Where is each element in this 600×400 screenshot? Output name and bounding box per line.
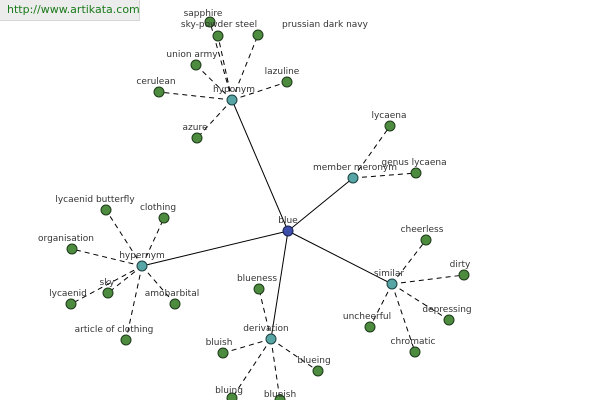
node-label-organisation[interactable]: organisation xyxy=(38,234,94,244)
labels-layer: blue hyponym member meronym hypernym similar… xyxy=(38,9,472,400)
edge-hypernym-lycaenid xyxy=(70,265,143,305)
edge-similar-cheerless xyxy=(391,239,427,285)
edge-blue-hyponym xyxy=(231,99,289,232)
node-blue[interactable] xyxy=(282,225,294,237)
edge-similar-dirty xyxy=(391,274,465,285)
node-label-dirty[interactable]: dirty xyxy=(450,260,471,270)
edge-blue-member-meronym xyxy=(287,177,354,232)
node-azure[interactable] xyxy=(191,132,203,144)
node-hypernym[interactable] xyxy=(136,260,148,272)
node-label-cheerless[interactable]: cheerless xyxy=(401,225,444,235)
edge-hyponym-sky-powder-steel xyxy=(217,35,233,101)
node-prussian-dark-navy[interactable] xyxy=(252,29,264,41)
edge-blue-hypernym xyxy=(141,230,289,267)
node-label-member-meronym[interactable]: member meronym xyxy=(313,163,397,173)
edge-derivation-blueing xyxy=(270,338,319,372)
node-label-article-of-clothing[interactable]: article of clothing xyxy=(75,325,154,335)
edge-hyponym-prussian-dark-navy xyxy=(231,34,259,101)
node-similar[interactable] xyxy=(386,278,398,290)
node-union-army[interactable] xyxy=(190,59,202,71)
node-label-hypernym[interactable]: hypernym xyxy=(119,251,165,261)
node-label-depressing[interactable]: depressing xyxy=(422,305,471,315)
node-label-lycaena[interactable]: lycaena xyxy=(371,111,406,121)
edge-member-meronym-lycaena xyxy=(352,125,391,179)
edge-hyponym-cerulean xyxy=(158,91,233,101)
node-clothing[interactable] xyxy=(158,212,170,224)
edge-blue-derivation xyxy=(270,230,289,340)
node-chromatic[interactable] xyxy=(409,346,421,358)
node-blueing[interactable] xyxy=(312,365,324,377)
node-blueness[interactable] xyxy=(253,283,265,295)
node-label-uncheerful[interactable]: uncheerful xyxy=(343,312,391,322)
node-lycaenid[interactable] xyxy=(65,298,77,310)
node-sapphire[interactable] xyxy=(204,16,216,28)
node-label-genus-lycaena[interactable]: genus lycaena xyxy=(381,158,446,168)
node-label-chromatic[interactable]: chromatic xyxy=(391,337,436,347)
edge-hyponym-lazuline xyxy=(231,81,288,101)
node-label-lycaenid-butterfly[interactable]: lycaenid butterfly xyxy=(55,195,135,205)
node-label-sapphire[interactable]: sapphire xyxy=(184,9,223,19)
edge-hypernym-lycaenid-butterfly xyxy=(105,209,143,267)
node-label-cerulean[interactable]: cerulean xyxy=(136,77,175,87)
edge-similar-chromatic xyxy=(391,283,416,353)
node-label-sky[interactable]: sky xyxy=(100,278,116,288)
url-link[interactable]: http://www.artikata.com xyxy=(7,3,140,16)
node-article-of-clothing[interactable] xyxy=(120,334,132,346)
node-label-derivation[interactable]: derivation xyxy=(243,324,289,334)
edge-derivation-blueish xyxy=(270,338,281,400)
edge-member-meronym-genus-lycaena xyxy=(352,172,417,179)
node-label-prussian-dark-navy[interactable]: prussian dark navy xyxy=(282,20,369,30)
node-label-bluing[interactable]: bluing xyxy=(215,386,243,396)
node-label-bluish-a[interactable]: bluish xyxy=(206,338,233,348)
edge-blue-similar xyxy=(287,230,393,285)
edge-similar-depressing xyxy=(391,283,450,321)
edge-hypernym-article-of-clothing xyxy=(125,265,143,341)
edge-hypernym-organisation xyxy=(71,248,143,267)
node-derivation[interactable] xyxy=(265,333,277,345)
node-bluing[interactable] xyxy=(226,392,238,400)
node-label-blueness[interactable]: blueness xyxy=(237,274,277,284)
node-depressing[interactable] xyxy=(443,314,455,326)
node-sky[interactable] xyxy=(102,287,114,299)
node-label-clothing[interactable]: clothing xyxy=(140,203,176,213)
node-label-sky-powder-steel[interactable]: sky-powder steel xyxy=(181,20,257,30)
node-lycaena[interactable] xyxy=(384,120,396,132)
node-lycaenid-butterfly[interactable] xyxy=(100,204,112,216)
url-banner[interactable]: http://www.artikata.com xyxy=(0,0,140,21)
edge-hypernym-sky xyxy=(107,265,143,294)
node-label-blueing[interactable]: blueing xyxy=(297,356,330,366)
edge-similar-uncheerful xyxy=(369,283,393,328)
node-sky-powder-steel[interactable] xyxy=(212,30,224,42)
nodes-layer xyxy=(65,16,470,400)
node-label-similar[interactable]: similar xyxy=(374,269,404,279)
node-uncheerful[interactable] xyxy=(364,321,376,333)
node-label-hyponym[interactable]: hyponym xyxy=(213,85,255,95)
node-label-lycaenid[interactable]: lycaenid xyxy=(49,289,87,299)
node-genus-lycaena[interactable] xyxy=(410,167,422,179)
node-dirty[interactable] xyxy=(458,269,470,281)
node-label-blue[interactable]: blue xyxy=(278,216,298,226)
node-cheerless[interactable] xyxy=(420,234,432,246)
edge-derivation-bluing xyxy=(231,338,272,399)
node-label-lazuline[interactable]: lazuline xyxy=(265,67,300,77)
node-label-azure[interactable]: azure xyxy=(183,123,208,133)
node-bluish-a[interactable] xyxy=(217,347,229,359)
node-hyponym[interactable] xyxy=(226,94,238,106)
node-label-amorbarbital[interactable]: amobarbital xyxy=(145,289,199,299)
node-label-blueish[interactable]: blueish xyxy=(264,390,296,400)
node-amorbarbital[interactable] xyxy=(169,298,181,310)
node-organisation[interactable] xyxy=(66,243,78,255)
node-blueish[interactable] xyxy=(274,394,286,400)
node-lazuline[interactable] xyxy=(281,76,293,88)
node-label-union-army[interactable]: union army xyxy=(166,50,218,60)
node-member-meronym[interactable] xyxy=(347,172,359,184)
node-cerulean[interactable] xyxy=(153,86,165,98)
edges-layer xyxy=(70,21,465,400)
